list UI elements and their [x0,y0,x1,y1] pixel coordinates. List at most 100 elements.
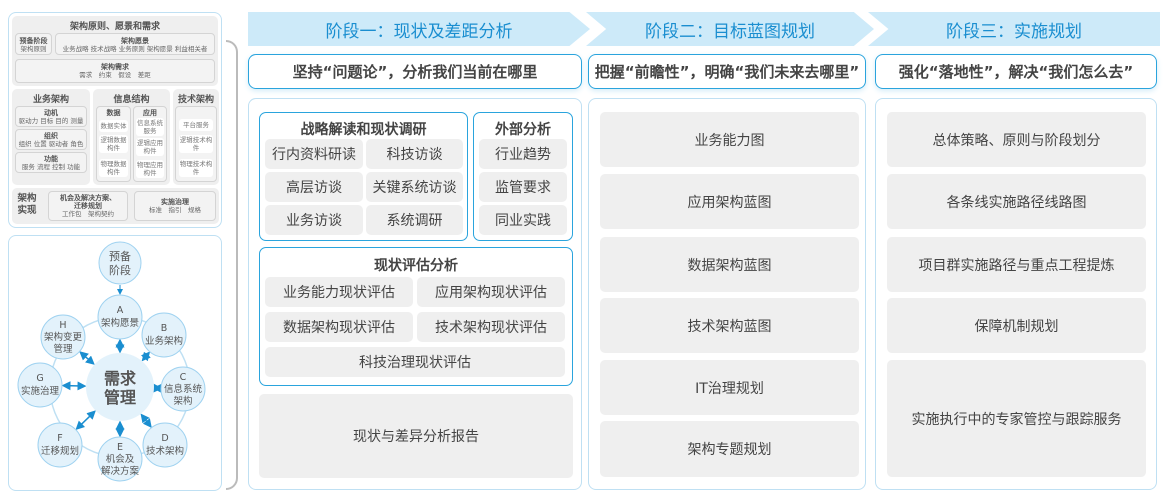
svg-text:架构变更: 架构变更 [44,331,83,343]
research-item: 高层访谈 [265,172,363,202]
tech-cell: 物理技术构件 [179,159,213,177]
data-cell: 逻辑数据构件 [99,135,128,153]
phase-3-item: 项目群实施路径与重点工程提炼 [887,237,1146,292]
data-column: 数据 数据实体 逻辑数据构件 物理数据构件 [96,106,131,182]
svg-text:架构: 架构 [173,395,192,407]
center-label: 管理 [104,388,136,407]
assessment-item: 应用架构现状评估 [417,277,565,307]
assessment-item: 数据架构现状评估 [265,312,413,342]
phase-2-content: 业务能力图 应用架构蓝图 数据架构蓝图 技术架构蓝图 IT治理规划 架构专题规划 [588,98,866,490]
research-item: 系统调研 [366,205,463,235]
svg-text:A: A [117,305,124,316]
svg-text:机会及: 机会及 [106,453,135,465]
bidirectional-arrow-icon [75,410,96,431]
assessment-item: 技术架构现状评估 [417,312,565,342]
research-title: 战略解读和现状调研 [300,122,427,138]
phase-1-header: 阶段一：现状及差距分析 [248,12,590,46]
data-cell: 数据实体 [99,120,128,132]
svg-text:信息系统: 信息系统 [164,383,203,395]
svg-text:B: B [161,323,168,334]
tech-arch-section: 技术架构 平台服务 逻辑技术构件 物理技术构件 [173,89,219,185]
svg-text:C: C [180,372,187,383]
svg-text:H: H [59,320,66,331]
bidirectional-arrow-icon [79,351,95,365]
info-arch-title: 信息结构 [113,95,150,105]
svg-text:管理: 管理 [53,343,73,355]
opportunity-box: 机会及解决方案、迁移规划工作包 架构契约 [48,191,128,221]
svg-text:业务架构: 业务架构 [145,335,183,347]
app-cell: 物理应用构件 [136,160,164,178]
tech-column: 平台服务 逻辑技术构件 物理技术构件 [175,106,217,182]
function-box: 功能服务 流程 控制 功能 [15,152,87,173]
phase-2-item: 应用架构蓝图 [600,174,859,229]
external-title: 外部分析 [495,122,551,138]
requirements-box: 架构需求需求 约束 假设 差距 [15,59,215,83]
phase-2-subtitle: 把握“前瞻性”，明确“我们未来去哪里” [588,54,866,89]
data-cell: 物理数据构件 [99,159,128,177]
bidirectional-arrow-icon [140,413,152,429]
external-box: 外部分析 行业趋势 监管要求 同业实践 [473,112,573,241]
phase-2-item: 业务能力图 [600,112,859,167]
research-item: 科技访谈 [366,139,463,169]
svg-text:技术架构: 技术架构 [146,445,184,457]
phase-1-content: 战略解读和现状调研 行内资料研读 科技访谈 高层访谈 关键系统访谈 业务访谈 系… [248,98,582,490]
vision-box: 架构愿景业务战略 技术战略 业务原则 架构愿景 利益相关者 [55,33,215,55]
tech-cell: 平台服务 [179,119,213,131]
organization-box: 组织组织 位置 驱动者 角色 [15,129,87,150]
phase-2-item: IT治理规划 [600,360,859,415]
prep-box: 预备阶段架构原则 [15,33,52,55]
tech-arch-title: 技术架构 [177,95,214,105]
info-arch-section: 信息结构 数据 数据实体 逻辑数据构件 物理数据构件 应用 信息系统服务 逻辑应… [93,89,170,185]
research-box: 战略解读和现状调研 行内资料研读 科技访谈 高层访谈 关键系统访谈 业务访谈 系… [259,112,468,241]
principles-section: 架构原则、愿景和需求 预备阶段架构原则 架构愿景业务战略 技术战略 业务原则 架… [12,16,218,86]
gap-report: 现状与差异分析报告 [259,394,573,478]
bidirectional-arrow-icon [140,351,151,362]
app-cell: 逻辑应用构件 [136,138,164,156]
phase-3-content: 总体策略、原则与阶段划分 各条线实施路径线路图 项目群实施路径与重点工程提炼 保… [875,98,1157,490]
research-item: 业务访谈 [265,205,363,235]
business-arch-section: 业务架构 动机驱动力 目标 目的 测量 组织组织 位置 驱动者 角色 功能服务 … [12,89,90,185]
svg-text:阶段: 阶段 [109,263,131,277]
app-cell: 信息系统服务 [136,118,164,136]
phase-3-header: 阶段三：实施规划 [868,12,1160,46]
phase-2-item: 数据架构蓝图 [600,237,859,292]
center-label: 需求 [104,369,137,388]
assessment-item: 业务能力现状评估 [265,277,413,307]
togaf-content-panel: 架构原则、愿景和需求 预备阶段架构原则 架构愿景业务战略 技术战略 业务原则 架… [8,12,222,228]
research-item: 关键系统访谈 [366,172,463,202]
phase-3-item: 各条线实施路径线路图 [887,174,1146,229]
svg-text:迁移规划: 迁移规划 [41,445,79,457]
bracket [226,40,238,490]
phase-2-header: 阶段二：目标蓝图规划 [586,12,874,46]
prep-circle [98,241,142,285]
svg-text:解决方案: 解决方案 [101,465,140,477]
svg-text:G: G [36,373,43,384]
svg-text:E: E [117,442,123,453]
external-item: 行业趋势 [479,139,567,169]
app-column: 应用 信息系统服务 逻辑应用构件 物理应用构件 [133,106,167,182]
business-arch-title: 业务架构 [32,95,69,105]
implementation-title: 架构实现 [17,193,37,216]
implementation-section: 架构实现 机会及解决方案、迁移规划工作包 架构契约 实施治理标准 指引 规格 [12,188,219,224]
governance-box: 实施治理标准 指引 规格 [134,191,216,221]
svg-text:实施治理: 实施治理 [21,385,60,397]
external-item: 同业实践 [479,205,567,235]
assessment-item: 科技治理现状评估 [265,347,565,377]
motivation-box: 动机驱动力 目标 目的 测量 [15,106,87,127]
svg-text:F: F [57,433,62,444]
assessment-title: 现状评估分析 [374,258,458,274]
phase-2-item: 技术架构蓝图 [600,298,859,353]
phase-3-subtitle: 强化“落地性”，解决“我们怎么去” [875,54,1157,89]
external-item: 监管要求 [479,172,567,202]
tech-cell: 逻辑技术构件 [179,135,213,153]
research-item: 行内资料研读 [265,139,363,169]
